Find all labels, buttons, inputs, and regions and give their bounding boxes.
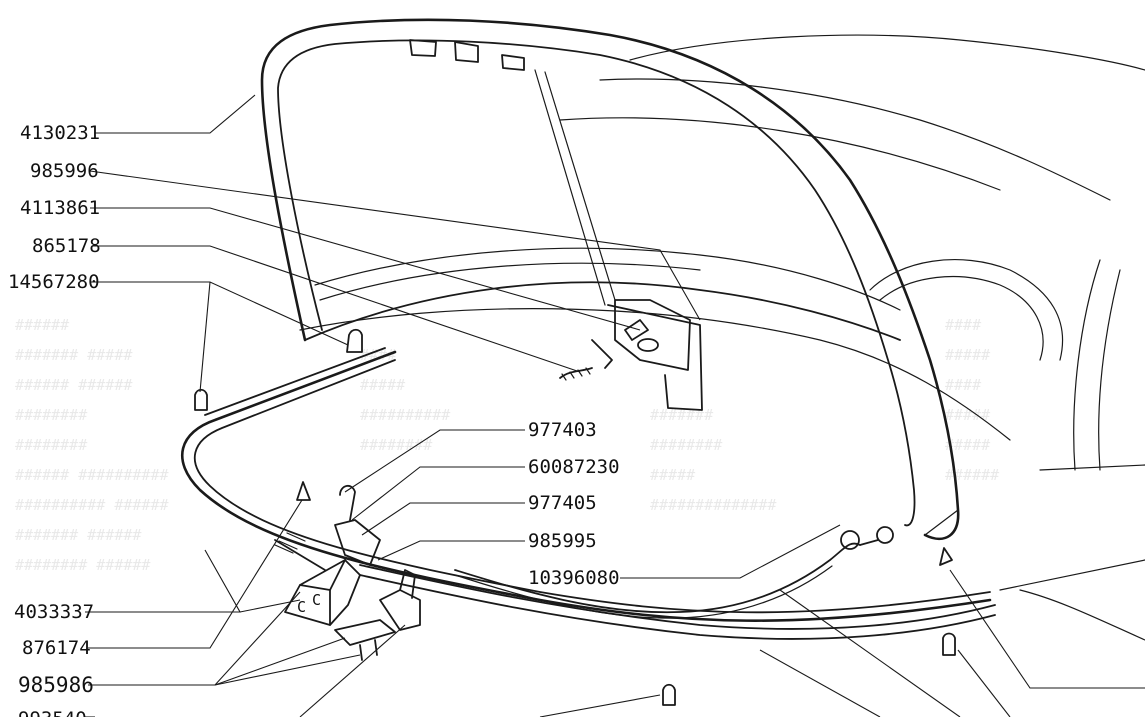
svg-text:#####: #####	[945, 406, 990, 424]
label-60087230: 60087230	[528, 456, 620, 478]
svg-text:###### ##########: ###### ##########	[15, 466, 169, 484]
svg-text:####: ####	[360, 346, 396, 364]
svg-text:########## ######: ########## ######	[15, 496, 169, 514]
svg-text:########: ########	[360, 436, 432, 454]
seal	[181, 347, 996, 640]
label-876174: 876174	[22, 637, 91, 659]
release-cable	[454, 526, 894, 619]
part-number-labels: 4130231 985996 4113861 865178 14567280 9…	[8, 122, 620, 717]
svg-text:########: ########	[15, 406, 87, 424]
label-985986: 985986	[18, 673, 94, 697]
label-985995: 985995	[528, 530, 597, 552]
fasteners	[194, 328, 956, 706]
lid-latch-plate	[559, 299, 703, 411]
car-body	[299, 34, 1145, 641]
svg-text:########: ########	[650, 436, 722, 454]
svg-text:####: ####	[945, 316, 981, 334]
leader-lines	[85, 94, 1145, 717]
svg-text:####: ####	[945, 376, 981, 394]
svg-text:######: ######	[15, 316, 69, 334]
svg-text:########: ########	[15, 436, 87, 454]
svg-text:######: ######	[945, 466, 999, 484]
svg-text:#####: #####	[360, 376, 405, 394]
trunk-lid	[260, 18, 960, 541]
svg-text:C: C	[312, 591, 321, 609]
svg-text:###### ######: ###### ######	[15, 376, 132, 394]
label-977403: 977403	[528, 419, 597, 441]
svg-text:######## ######: ######## ######	[15, 556, 150, 574]
label-10396080: 10396080	[528, 567, 620, 589]
label-14567280: 14567280	[8, 271, 100, 293]
svg-text:####### ######: ####### ######	[15, 526, 141, 544]
svg-text:#####: #####	[945, 346, 990, 364]
svg-text:#####: #####	[650, 466, 695, 484]
svg-text:##########: ##########	[360, 406, 450, 424]
label-977405: 977405	[528, 492, 597, 514]
svg-text:####### #####: ####### #####	[15, 346, 132, 364]
ghost-text: ###### ####### ##### ###### ###### #####…	[15, 316, 999, 574]
svg-text:C: C	[297, 598, 306, 616]
label-4113861: 4113861	[20, 197, 100, 219]
lock-mechanism: C C	[274, 485, 421, 661]
svg-text:##############: ##############	[650, 496, 776, 514]
label-985996: 985996	[30, 160, 99, 182]
label-865178: 865178	[32, 235, 101, 257]
label-4033337: 4033337	[14, 601, 94, 623]
label-4130231: 4130231	[20, 122, 100, 144]
label-993540: 993540	[18, 708, 87, 717]
svg-text:#####: #####	[945, 436, 990, 454]
